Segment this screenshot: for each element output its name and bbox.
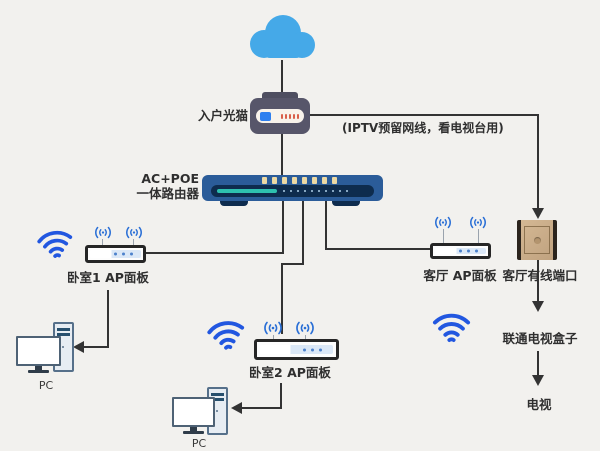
antenna-waves-icon xyxy=(470,216,486,229)
antenna-waves-icon xyxy=(264,321,282,335)
ap-panel-dots xyxy=(459,249,479,253)
wall-port-label: 客厅有线端口 xyxy=(502,268,578,283)
link-router-ap1-vertical xyxy=(282,200,284,254)
ap-panel-strip xyxy=(260,344,333,355)
wifi-signal-icon xyxy=(432,313,471,342)
router-foot xyxy=(220,201,248,206)
router-label: AC+POE 一体路由器 xyxy=(110,171,199,201)
link-iptv-horizontal xyxy=(309,114,539,116)
pc-stand-neck xyxy=(190,427,197,431)
wall-port-hole xyxy=(533,236,541,244)
desktop-pc1-icon xyxy=(16,320,76,375)
pc1-label: PC xyxy=(38,379,54,392)
router-label-line1: AC+POE xyxy=(141,171,199,186)
pc-stand-base xyxy=(183,431,204,434)
wifi-signal-icon xyxy=(37,230,73,258)
router-panel-dots xyxy=(283,190,348,192)
arrow-into-pc2-icon xyxy=(231,402,242,414)
link-modem-router xyxy=(281,132,283,177)
modem-status-dots xyxy=(281,113,299,119)
desktop-pc2-icon xyxy=(170,385,230,437)
link-router-ap2-vertical1 xyxy=(302,200,304,265)
link-ap2-pc2-horizontal xyxy=(242,407,282,409)
pc-monitor xyxy=(16,336,61,366)
internet-cloud-icon xyxy=(250,15,315,58)
link-router-ap2-jog xyxy=(281,263,304,265)
router-teal-indicator xyxy=(217,189,277,193)
arrow-into-wallport-icon xyxy=(532,208,544,219)
modem-label: 入户光猫 xyxy=(197,108,248,123)
ap-panel-livingroom-icon xyxy=(430,243,491,259)
router-front-panel xyxy=(211,185,374,197)
pc-stand-base xyxy=(28,370,49,373)
modem-led xyxy=(260,111,271,121)
link-router-ap3-horizontal xyxy=(325,248,431,250)
antenna-stem xyxy=(273,335,274,340)
wall-port-photo xyxy=(517,220,557,260)
antenna-waves-icon xyxy=(435,216,451,229)
link-router-ap1-horizontal xyxy=(146,252,284,254)
antenna-stem xyxy=(478,229,479,243)
antenna-stem xyxy=(133,239,134,246)
tv-box-label: 联通电视盒子 xyxy=(502,331,578,346)
ap-bedroom2-label: 卧室2 AP面板 xyxy=(249,365,331,380)
router-port-leds xyxy=(262,177,337,184)
arrow-into-tv-icon xyxy=(532,375,544,386)
ap-livingroom-label: 客厅 AP面板 xyxy=(423,268,497,283)
router-label-line2: 一体路由器 xyxy=(136,186,199,201)
pc2-label: PC xyxy=(191,437,207,450)
link-iptv-vertical xyxy=(537,114,539,209)
ap-panel-bedroom2-icon xyxy=(254,339,339,360)
antenna-stem xyxy=(102,239,103,246)
link-ap1-pc1-vertical xyxy=(107,290,109,348)
poe-router-device-icon xyxy=(202,175,383,207)
arrow-into-pc1-icon xyxy=(73,341,84,353)
antenna-stem xyxy=(305,335,306,340)
antenna-waves-icon xyxy=(126,226,142,239)
antenna-waves-icon xyxy=(95,226,111,239)
pc-monitor xyxy=(172,397,215,427)
iptv-note-label: (IPTV预留网线，看电视台用) xyxy=(342,121,504,135)
wall-port-inner-square xyxy=(524,226,550,254)
arrow-into-tvbox-icon xyxy=(532,301,544,312)
modem-device-icon xyxy=(250,92,310,134)
ap-panel-dots xyxy=(114,252,134,256)
antenna-waves-icon xyxy=(296,321,314,335)
link-wallport-tvbox xyxy=(537,259,539,302)
link-tvbox-tv xyxy=(537,351,539,376)
wifi-signal-icon xyxy=(207,321,245,350)
pc-stand-neck xyxy=(35,366,42,370)
ap-panel-dots xyxy=(302,348,322,351)
modem-screen xyxy=(256,109,304,123)
link-router-ap2-vertical2 xyxy=(281,263,283,334)
link-ap2-pc2-vertical xyxy=(280,383,282,409)
ap-bedroom1-label: 卧室1 AP面板 xyxy=(67,270,149,285)
router-foot xyxy=(332,201,360,206)
antenna-stem xyxy=(443,229,444,243)
link-ap1-pc1-horizontal xyxy=(84,346,109,348)
tv-label: 电视 xyxy=(526,397,552,412)
link-router-ap3-vertical xyxy=(325,200,327,250)
ap-panel-bedroom1-icon xyxy=(85,245,146,263)
link-cloud-modem xyxy=(281,60,283,100)
